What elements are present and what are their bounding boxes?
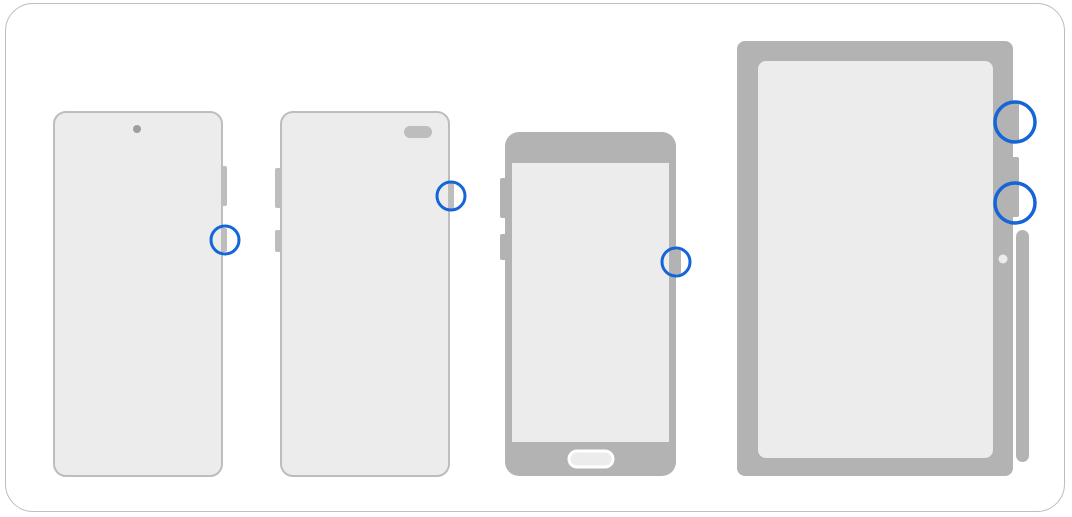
phone-2-side-key-highlight [435, 180, 467, 212]
tablet [737, 41, 1037, 476]
tablet-camera [998, 254, 1008, 264]
phone-3-screen [512, 163, 669, 442]
phone-1-camera [133, 125, 141, 133]
phone-2 [275, 111, 467, 477]
tablet-volume-key-highlight [993, 100, 1037, 144]
phone-2-body [280, 111, 450, 477]
phone-2-camera [404, 126, 432, 138]
phone-1-power-key [221, 228, 227, 252]
phone-3 [500, 132, 692, 476]
phone-3-power-key-highlight [660, 246, 692, 278]
phone-1-body [53, 111, 223, 477]
phone-1-side-key-highlight [209, 224, 241, 256]
phone-3-power-key [674, 250, 681, 274]
phone-1 [53, 111, 241, 477]
tablet-side-key-highlight [993, 181, 1037, 225]
s-pen [1016, 230, 1029, 462]
phone-2-side-key [448, 182, 454, 210]
home-button [567, 449, 615, 469]
tablet-screen [758, 61, 993, 458]
